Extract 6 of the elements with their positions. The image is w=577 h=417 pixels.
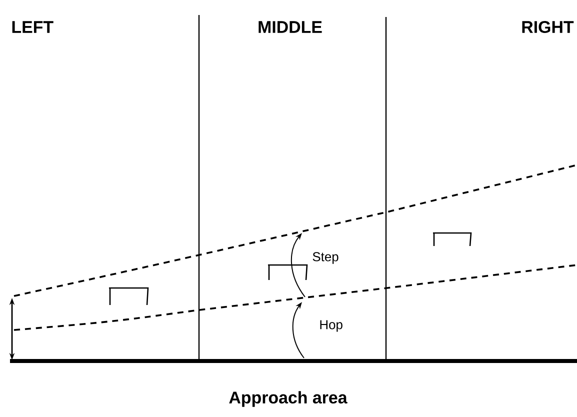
zone-label: MIDDLE [258,21,322,33]
phase-label: Hop [320,320,342,332]
phase-label: Step [312,252,338,264]
zone-label: LEFT [12,21,54,33]
caption: Approach area [229,391,348,407]
zone-label: RIGHT [522,21,574,33]
